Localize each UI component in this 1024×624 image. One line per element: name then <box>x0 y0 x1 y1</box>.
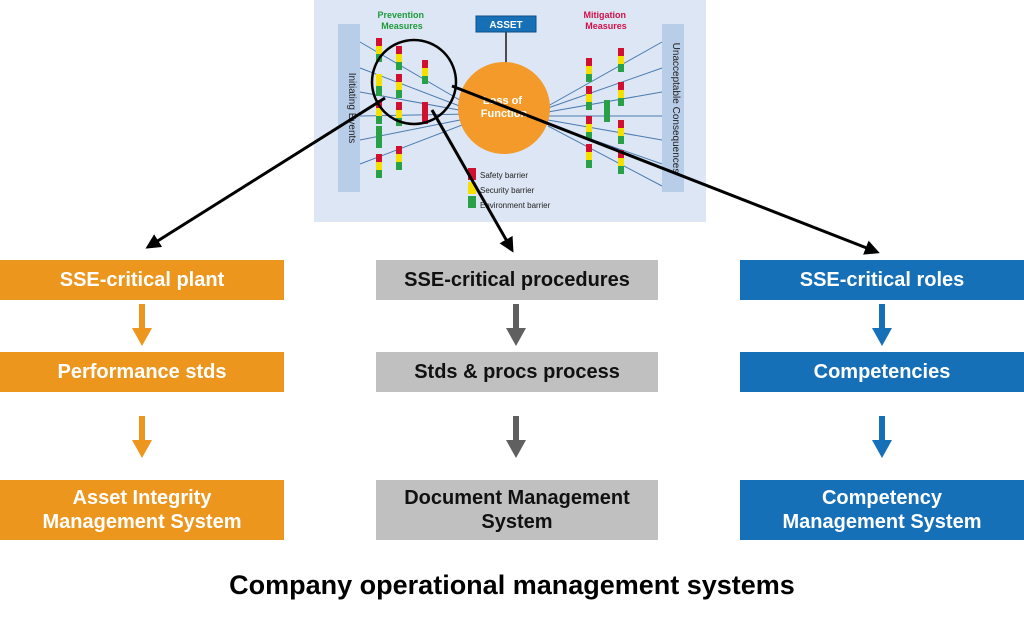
down-arrow <box>872 304 892 346</box>
barrier-stack <box>618 150 624 174</box>
document-management-box: Document Management System <box>376 480 658 540</box>
focus-circle <box>370 38 458 126</box>
barrier-stack <box>376 126 382 148</box>
legend-label: Security barrier <box>480 186 535 195</box>
down-arrow <box>872 416 892 458</box>
sse-critical-procedures-box: SSE-critical procedures <box>376 260 658 300</box>
barrier-stack <box>586 116 592 140</box>
legend-swatch-security <box>468 182 476 194</box>
barrier-stack <box>618 82 624 106</box>
down-arrow <box>132 304 152 346</box>
consequences-bar <box>662 24 684 192</box>
barrier-stack <box>396 146 402 170</box>
pointer-arrow-procedures <box>430 109 514 253</box>
legend-label: Safety barrier <box>480 171 528 180</box>
prevention-barriers <box>376 38 428 178</box>
asset-box <box>475 15 537 33</box>
pointer-arrow-roles <box>451 84 880 255</box>
down-arrow <box>506 416 526 458</box>
down-arrow <box>506 304 526 346</box>
legend-swatch-environment <box>468 196 476 208</box>
performance-stds-box: Performance stds <box>0 352 284 392</box>
barrier-stack <box>618 48 624 72</box>
legend: Safety barrier Security barrier Environm… <box>468 168 551 210</box>
mitigation-title-line-2: Measures <box>585 21 627 31</box>
barrier-stack <box>422 60 428 84</box>
pointer-arrow-plant <box>145 96 386 249</box>
prevention-title-line-2: Measures <box>381 21 423 31</box>
mitigation-barriers <box>586 48 624 174</box>
loss-of-function-circle <box>458 62 550 154</box>
competency-management-box: Competency Management System <box>740 480 1024 540</box>
legend-swatch-safety <box>468 168 476 180</box>
stds-procs-process-box: Stds & procs process <box>376 352 658 392</box>
footer-title: Company operational management systems <box>229 570 795 600</box>
center-label-line-1: Loss of <box>483 95 522 107</box>
mitigation-title: Mitigation Measures <box>583 10 628 31</box>
barrier-stack <box>376 74 382 96</box>
barrier-stack <box>396 46 402 70</box>
barrier-stack <box>618 120 624 144</box>
barrier-stack <box>376 154 382 178</box>
sse-critical-roles-box: SSE-critical roles <box>740 260 1024 300</box>
asset-integrity-box: Asset Integrity Management System <box>0 480 284 540</box>
barrier-stack <box>396 74 402 98</box>
prevention-title: Prevention Measures <box>377 10 426 31</box>
barrier-stack <box>586 58 592 82</box>
barrier-stack <box>604 100 610 122</box>
initiating-events-bar <box>338 24 360 192</box>
prevention-title-line-1: Prevention <box>377 10 424 20</box>
barrier-stack <box>586 86 592 110</box>
sse-critical-plant-box: SSE-critical plant <box>0 260 284 300</box>
barrier-stack <box>586 144 592 168</box>
barrier-stack <box>422 102 428 124</box>
consequences-label: Unacceptable Consequences <box>670 43 681 174</box>
down-arrow <box>132 416 152 458</box>
legend-label: Environment barrier <box>480 201 551 210</box>
asset-label: ASSET <box>489 20 522 31</box>
competencies-box: Competencies <box>740 352 1024 392</box>
mitigation-title-line-1: Mitigation <box>583 10 626 20</box>
initiating-events-label: Initiating Events <box>346 73 357 144</box>
